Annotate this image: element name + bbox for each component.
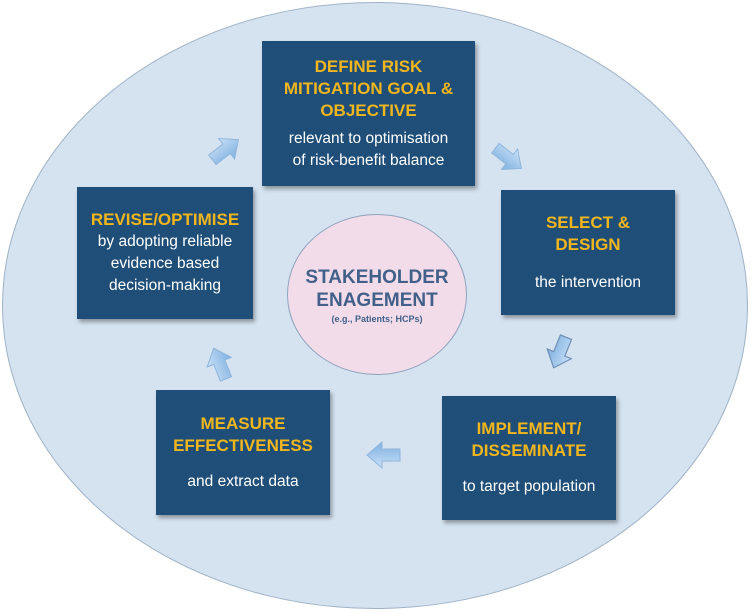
arrow-implement-to-measure bbox=[366, 441, 401, 469]
center-title: STAKEHOLDER ENAGEMENT bbox=[305, 266, 449, 311]
stakeholder-engagement-ellipse: STAKEHOLDER ENAGEMENT (e.g., Patients; H… bbox=[287, 214, 467, 375]
step-define-description: relevant to optimisation of risk-benefit… bbox=[288, 129, 449, 169]
step-measure-description: and extract data bbox=[187, 472, 299, 490]
step-define-title: DEFINE RISK MITIGATION GOAL & OBJECTIVE bbox=[283, 56, 454, 120]
step-measure-title: MEASURE EFFECTIVENESS bbox=[173, 413, 313, 455]
step-select-box: SELECT & DESIGN the intervention bbox=[501, 190, 675, 315]
step-define-box: DEFINE RISK MITIGATION GOAL & OBJECTIVE … bbox=[262, 41, 475, 186]
step-implement-title: IMPLEMENT/ DISSEMINATE bbox=[471, 419, 587, 460]
step-implement-description: to target population bbox=[462, 478, 596, 495]
arrow-select-to-implement bbox=[540, 331, 579, 374]
step-measure-box: MEASURE EFFECTIVENESS and extract data bbox=[156, 390, 330, 515]
arrow-revise-to-define bbox=[203, 128, 247, 171]
step-revise-description: by adopting reliable evidence based deci… bbox=[97, 233, 233, 294]
arrow-measure-to-revise bbox=[201, 342, 239, 385]
step-revise-box: REVISE/OPTIMISE by adopting reliable evi… bbox=[77, 187, 253, 319]
step-select-description: the intervention bbox=[535, 273, 641, 291]
step-revise-title: REVISE/OPTIMISE bbox=[90, 210, 240, 229]
center-subtitle: (e.g., Patients; HCPs) bbox=[331, 313, 423, 324]
arrow-define-to-select bbox=[486, 137, 530, 180]
step-implement-box: IMPLEMENT/ DISSEMINATE to target populat… bbox=[442, 396, 616, 520]
step-select-title: SELECT & DESIGN bbox=[545, 212, 631, 254]
